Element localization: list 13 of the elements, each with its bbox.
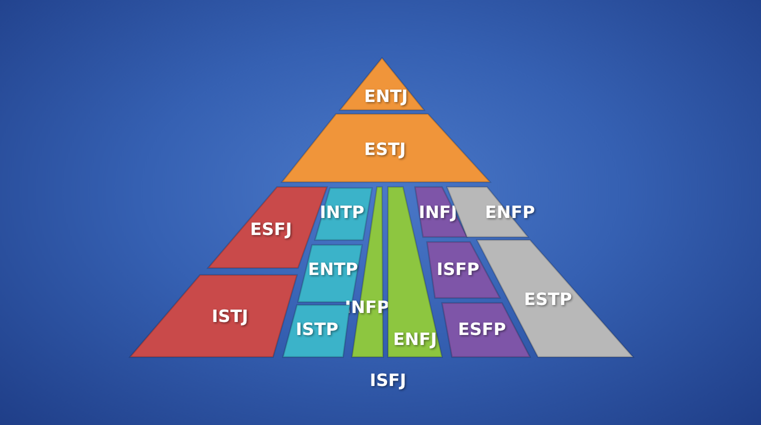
type-label: ISTJ (212, 307, 248, 327)
type-label: ESFJ (250, 220, 292, 240)
type-label: ENTJ (364, 87, 408, 107)
type-label: ENTP (308, 260, 358, 280)
type-label: ISTP (296, 320, 338, 340)
type-label: ESFP (458, 320, 506, 340)
type-label: ESTP (524, 290, 572, 310)
type-label: INFJ (418, 203, 458, 223)
type-label: INTP (320, 203, 364, 223)
type-label: ISFJ (370, 371, 406, 391)
type-label: ESTJ (364, 140, 406, 160)
type-label: ISFP (436, 260, 480, 280)
type-label: ENFJ (393, 330, 437, 350)
